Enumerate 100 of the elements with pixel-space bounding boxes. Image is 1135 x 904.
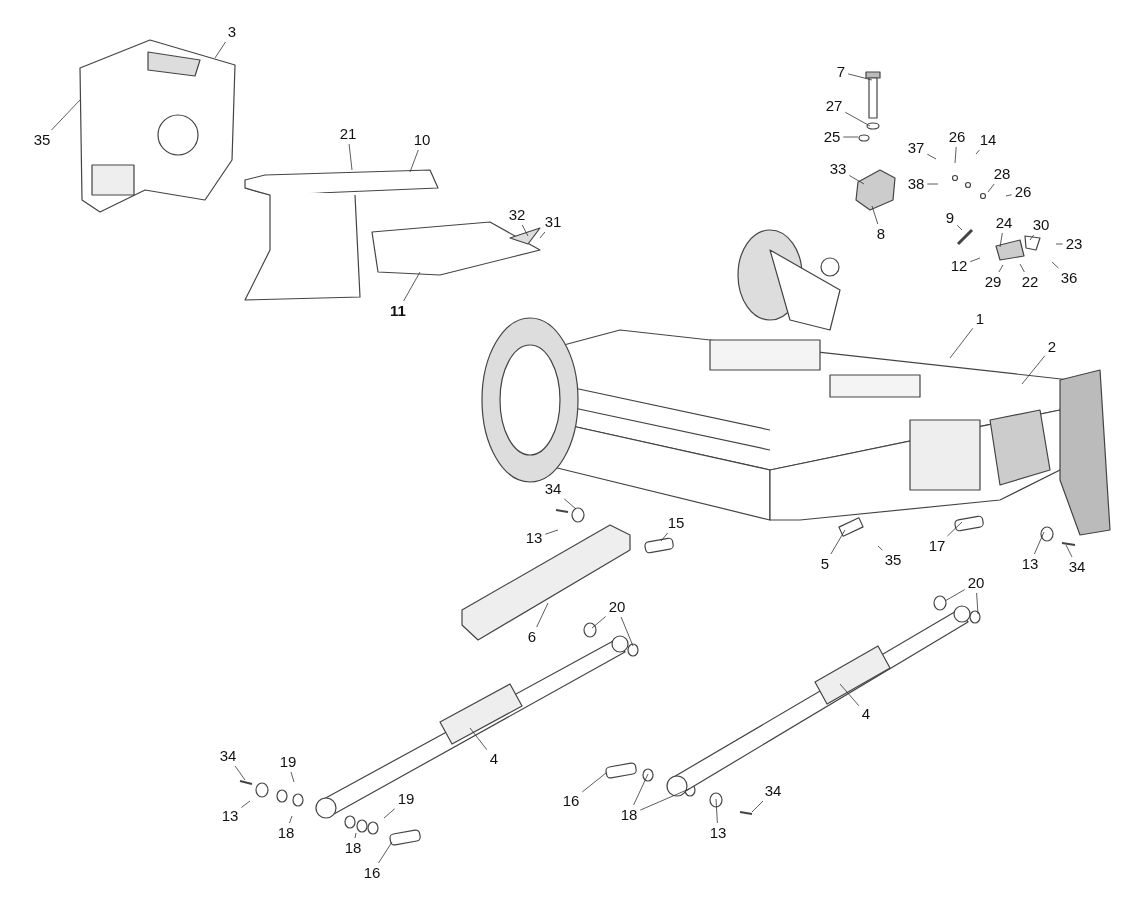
callout-number: 16 <box>362 865 382 881</box>
callout-number: 24 <box>994 215 1014 231</box>
leader-line <box>956 224 963 231</box>
callout-number: 36 <box>1059 270 1079 286</box>
callout-number: 13 <box>524 530 544 546</box>
callout-number: 13 <box>708 825 728 841</box>
leader-line <box>839 683 860 707</box>
leader-line <box>949 327 974 359</box>
leader-line <box>877 545 883 551</box>
leader-line <box>409 149 419 173</box>
leader-line <box>378 841 393 864</box>
callout-number: 34 <box>763 783 783 799</box>
leader-line <box>354 832 357 839</box>
callout-number: 11 <box>389 303 407 319</box>
leader-line <box>214 41 226 59</box>
callout-number: 10 <box>412 132 432 148</box>
callout-number: 15 <box>666 515 686 531</box>
callout-number: 8 <box>875 226 887 242</box>
leader-line <box>240 800 251 808</box>
leader-line <box>591 616 607 629</box>
callout-number: 1 <box>974 311 986 327</box>
callout-number: 4 <box>488 751 500 767</box>
callout-number: 13 <box>1020 556 1040 572</box>
leader-line <box>1029 234 1035 241</box>
callout-number: 29 <box>983 274 1003 290</box>
leader-line <box>926 153 937 160</box>
leader-line <box>1021 355 1046 385</box>
callout-number: 9 <box>944 210 956 226</box>
leader-line <box>1019 263 1025 273</box>
callout-number: 7 <box>835 64 847 80</box>
leader-line <box>1065 544 1073 558</box>
leader-line <box>848 175 865 185</box>
callout-number: 2 <box>1046 339 1058 355</box>
callout-number: 33 <box>828 161 848 177</box>
leader-line <box>844 111 871 127</box>
leader-line <box>469 727 488 751</box>
leader-line <box>234 765 246 781</box>
callout-number: 17 <box>927 538 947 554</box>
callout-number: 6 <box>526 629 538 645</box>
leader-line <box>998 264 1004 273</box>
callout-number: 34 <box>218 748 238 764</box>
leader-line <box>620 616 634 647</box>
leader-line <box>987 183 995 193</box>
callout-number: 34 <box>543 481 563 497</box>
callout-number: 3 <box>226 24 238 40</box>
callout-number: 18 <box>619 807 639 823</box>
leader-line <box>830 529 846 555</box>
callout-number: 20 <box>966 575 986 591</box>
callout-number: 18 <box>276 825 296 841</box>
leader-line <box>51 99 81 131</box>
leader-line <box>383 808 396 819</box>
leader-line <box>539 231 546 239</box>
leader-line <box>1055 243 1064 245</box>
callout-number: 12 <box>949 258 969 274</box>
callout-number: 38 <box>906 176 926 192</box>
leader-line <box>536 602 549 628</box>
callout-number: 26 <box>947 129 967 145</box>
leader-line <box>954 146 957 164</box>
callout-number: 28 <box>992 166 1012 182</box>
leader-line <box>847 73 873 81</box>
callout-number: 37 <box>906 140 926 156</box>
leader-line <box>1051 261 1059 269</box>
leader-line <box>639 788 690 811</box>
leader-line <box>633 773 649 806</box>
callout-number: 21 <box>338 126 358 142</box>
leader-line <box>348 143 353 171</box>
leader-line <box>842 136 859 138</box>
leader-line <box>926 183 939 185</box>
leader-line <box>715 798 718 824</box>
leader-line <box>1005 194 1013 197</box>
leader-line <box>289 815 293 824</box>
callout-number: 23 <box>1064 236 1084 252</box>
callout-number: 18 <box>343 840 363 856</box>
callout-number: 35 <box>883 552 903 568</box>
leader-line <box>975 149 980 155</box>
callout-number: 13 <box>220 808 240 824</box>
leader-line <box>751 800 764 813</box>
callout-number: 30 <box>1031 217 1051 233</box>
leader-line <box>290 771 295 783</box>
callout-number: 16 <box>561 793 581 809</box>
leader-line <box>563 498 577 510</box>
callout-number: 31 <box>543 214 563 230</box>
leader-line <box>999 232 1003 248</box>
leader-line <box>947 521 963 537</box>
leader-line <box>871 205 879 225</box>
leader-line <box>544 529 559 535</box>
callout-number: 25 <box>822 129 842 145</box>
callout-number: 19 <box>396 791 416 807</box>
callout-number: 4 <box>860 706 872 722</box>
leader-line <box>1034 531 1045 555</box>
callout-number: 27 <box>824 98 844 114</box>
callout-number: 14 <box>978 132 998 148</box>
leader-line <box>660 532 669 542</box>
leader-line <box>581 772 607 793</box>
callout-number: 22 <box>1020 274 1040 290</box>
leader-line <box>521 224 529 237</box>
leader-line <box>969 257 981 263</box>
callout-number: 34 <box>1067 559 1087 575</box>
callout-number: 5 <box>819 556 831 572</box>
leader-line <box>944 589 966 602</box>
